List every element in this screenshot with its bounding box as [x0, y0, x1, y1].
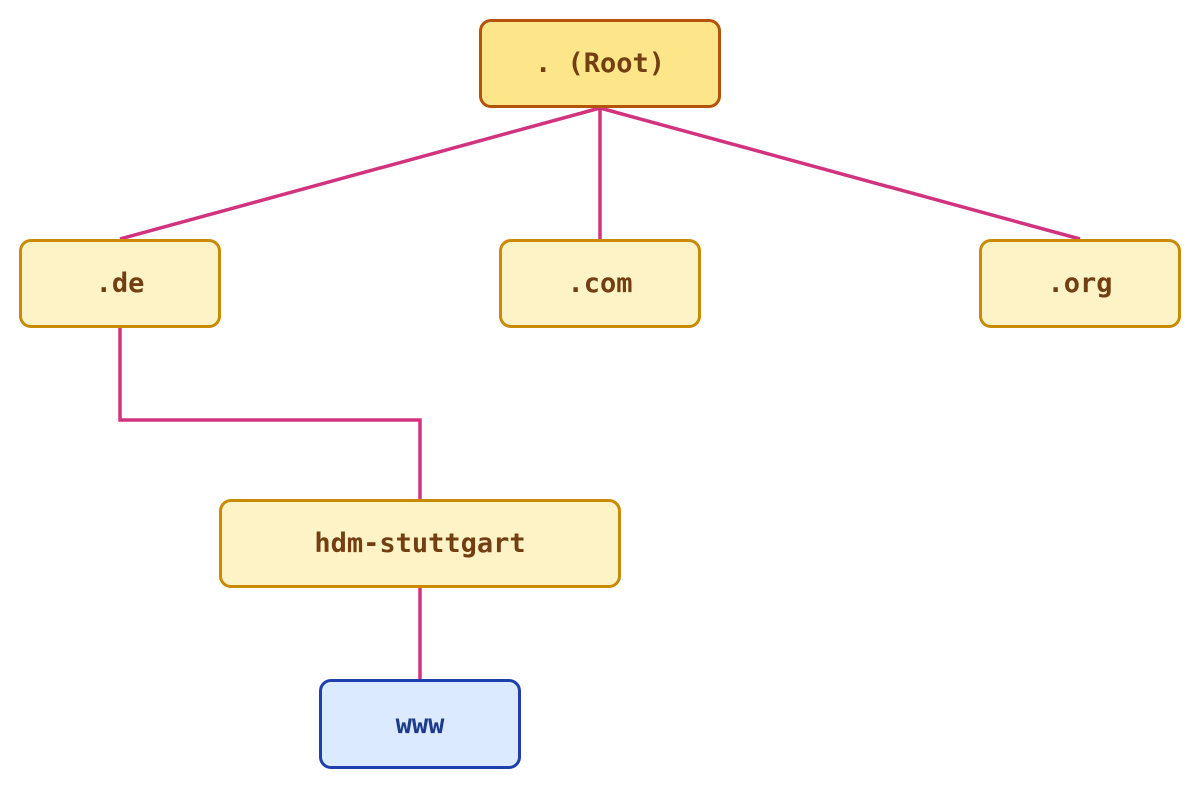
edge-root-de	[119, 106, 601, 241]
node-org: .org	[979, 239, 1181, 328]
node-root: . (Root)	[479, 19, 721, 108]
node-de: .de	[19, 239, 221, 328]
node-com: .com	[499, 239, 701, 328]
node-org-label: .org	[1047, 268, 1113, 299]
edge-de-hdm	[118, 328, 422, 499]
edge-root-org	[599, 106, 1081, 241]
node-hdm-stuttgart-label: hdm-stuttgart	[314, 528, 526, 559]
node-www-label: www	[395, 708, 445, 740]
node-hdm-stuttgart: hdm-stuttgart	[219, 499, 621, 588]
node-com-label: .com	[567, 268, 633, 299]
node-www: www	[319, 679, 521, 769]
node-root-label: . (Root)	[534, 48, 666, 79]
node-de-label: .de	[95, 268, 145, 299]
